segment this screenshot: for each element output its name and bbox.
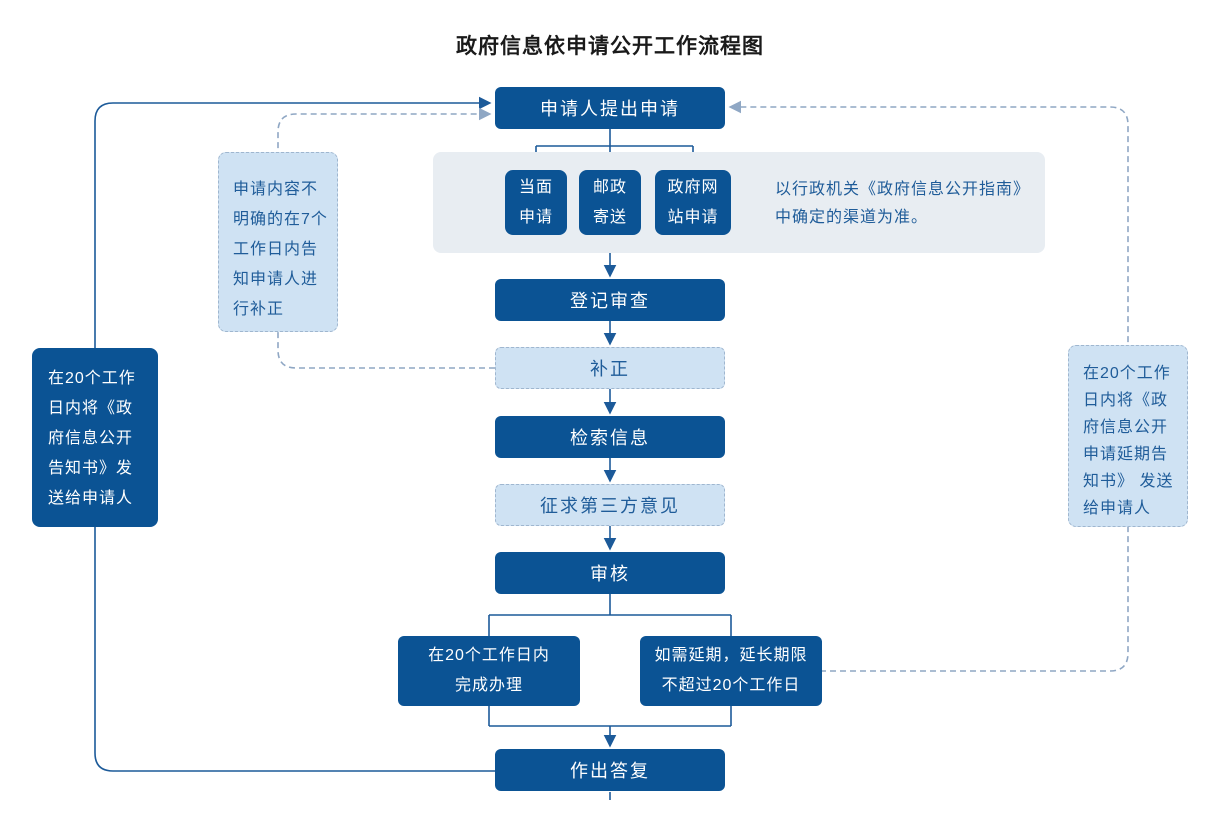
notify-note-text: 在20个工作 日内将《政 府信息公开 告知书》发 送给申请人 <box>48 370 136 507</box>
start-node-label: 申请人提出申请 <box>540 99 680 119</box>
notify-note-box: 在20个工作 日内将《政 府信息公开 告知书》发 送给申请人 <box>32 348 158 527</box>
retrieve-node: 检索信息 <box>495 416 725 458</box>
delay-note-text: 在20个工作 日内将《政 府信息公开 申请延期告 知书》 发送 给申请人 <box>1083 365 1174 517</box>
channel-in-person-label: 当面 申请 <box>518 178 553 226</box>
channel-website: 政府网 站申请 <box>655 170 731 235</box>
third-party-node-label: 征求第三方意见 <box>540 496 680 516</box>
correction-note-text: 申请内容不 明确的在7个 工作日内告 知申请人进 行补正 <box>233 181 328 318</box>
channel-website-label: 政府网 站申请 <box>667 178 719 226</box>
register-node: 登记审查 <box>495 279 725 321</box>
channel-postal-label: 邮政 寄送 <box>592 178 627 226</box>
complete-node-label: 在20个工作日内 完成办理 <box>428 647 550 694</box>
channel-note: 以行政机关《政府信息公开指南》 中确定的渠道为准。 <box>775 181 1031 226</box>
delay-note-box: 在20个工作 日内将《政 府信息公开 申请延期告 知书》 发送 给申请人 <box>1068 345 1188 527</box>
extend-node-label: 如需延期，延长期限 不超过20个工作日 <box>654 647 808 694</box>
extend-node: 如需延期，延长期限 不超过20个工作日 <box>640 636 822 706</box>
channel-in-person: 当面 申请 <box>505 170 567 235</box>
retrieve-node-label: 检索信息 <box>570 428 650 448</box>
start-node: 申请人提出申请 <box>495 87 725 129</box>
review-node: 审核 <box>495 552 725 594</box>
diagram-title: 政府信息依申请公开工作流程图 <box>456 35 764 58</box>
reply-node: 作出答复 <box>495 749 725 791</box>
correction-node-label: 补正 <box>590 359 630 379</box>
reply-node-label: 作出答复 <box>570 761 650 781</box>
third-party-node: 征求第三方意见 <box>495 484 725 526</box>
correction-note-box: 申请内容不 明确的在7个 工作日内告 知申请人进 行补正 <box>218 152 338 332</box>
channel-postal: 邮政 寄送 <box>579 170 641 235</box>
register-node-label: 登记审查 <box>570 291 650 311</box>
complete-node: 在20个工作日内 完成办理 <box>398 636 580 706</box>
correction-node: 补正 <box>495 347 725 389</box>
review-node-label: 审核 <box>590 564 630 584</box>
